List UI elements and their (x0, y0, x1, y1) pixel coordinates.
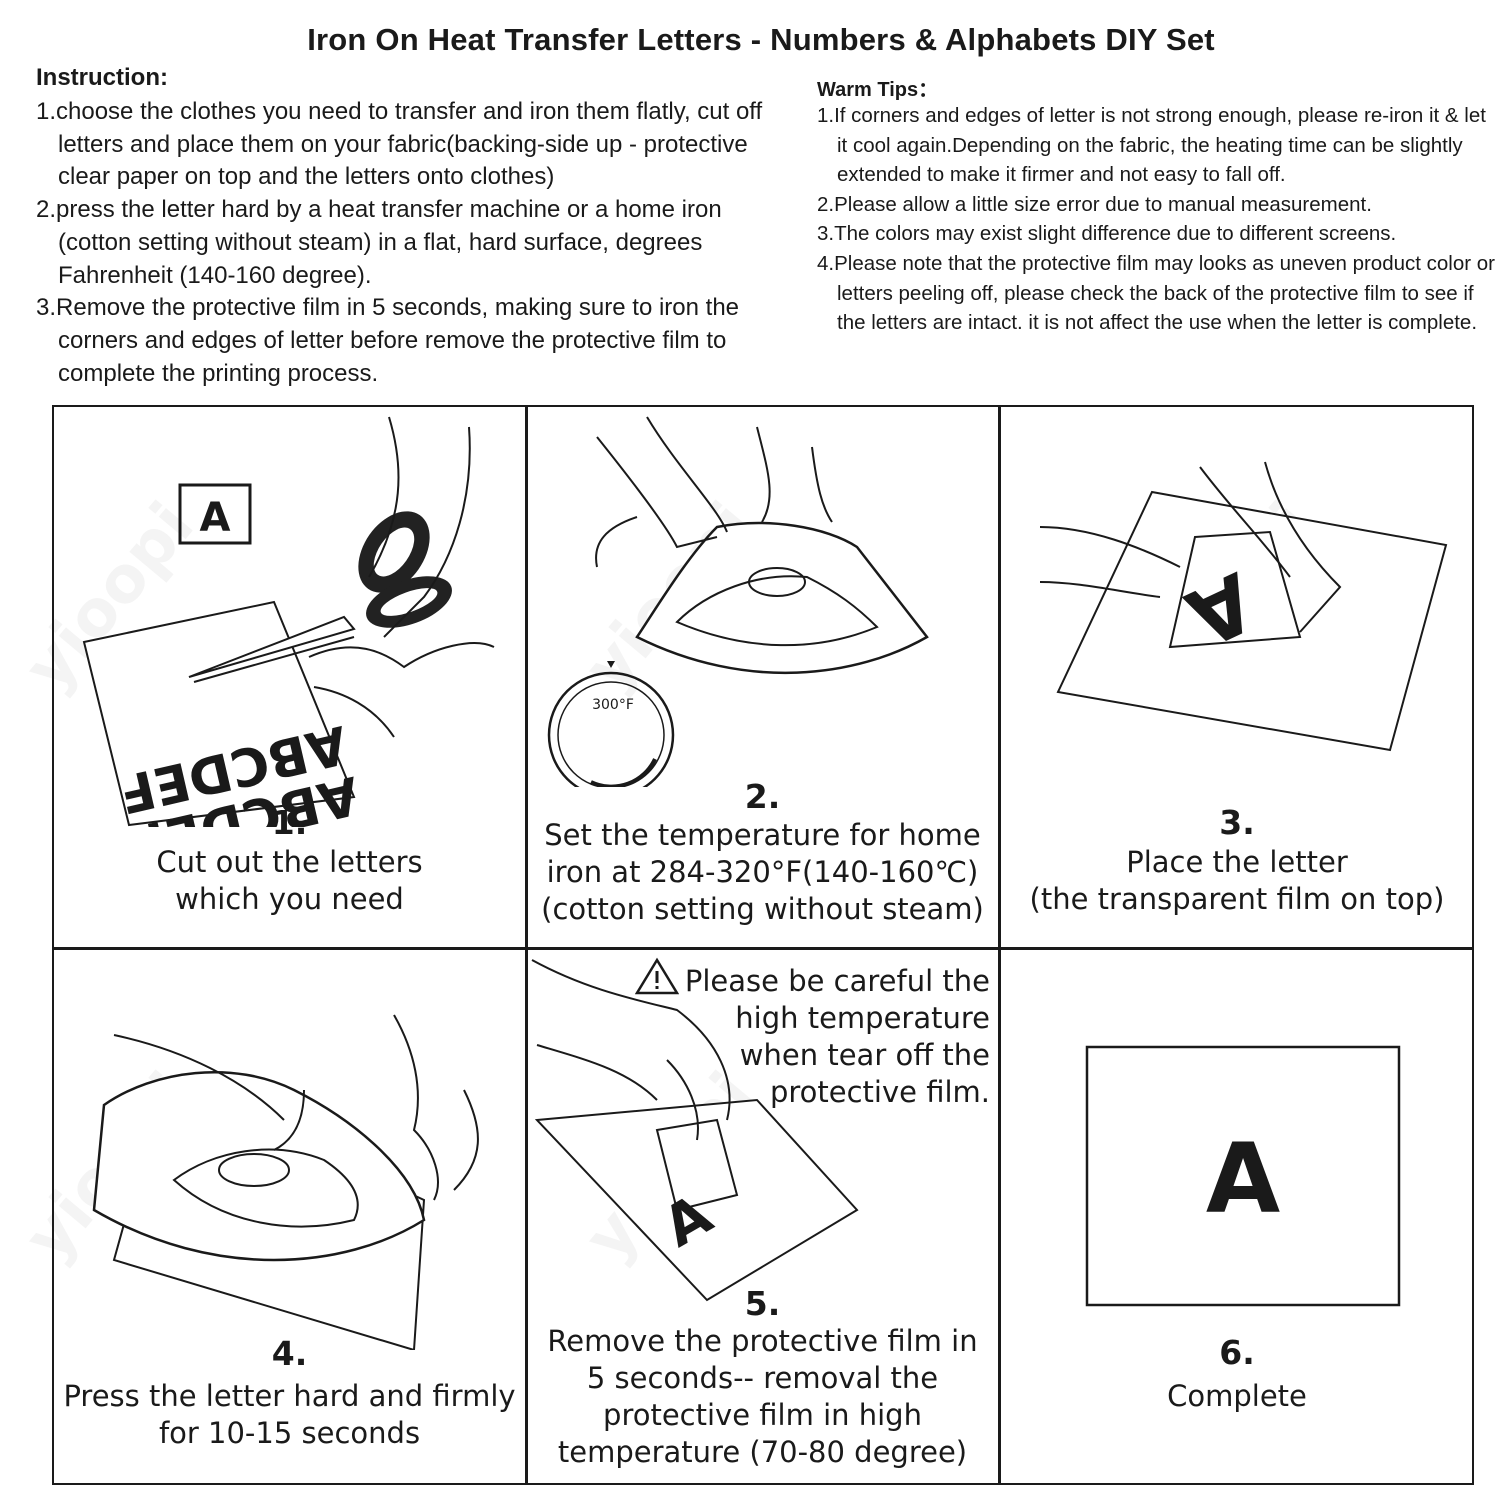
dial-label: 300°F (592, 697, 634, 713)
steps-grid (52, 405, 1474, 1485)
warning-text: Please be careful the (684, 964, 990, 998)
hand-outline (308, 642, 495, 738)
scissors-handle-hole (373, 527, 415, 577)
scissors-blade (193, 636, 355, 683)
temperature-dial-inner (557, 681, 665, 787)
step-4-panel: 4. Press the letter hard and firmly for … (54, 950, 525, 1483)
warm-tip-item: 3.The colors may exist slight difference… (817, 222, 1397, 246)
warning-line: Please be careful the (520, 957, 990, 1000)
iron-soleplate (675, 575, 879, 647)
letter-box-text: A (200, 495, 231, 541)
hand-outline (531, 959, 731, 1141)
set-temperature-illustration: 300°F (547, 416, 929, 787)
iron-cord (595, 516, 638, 568)
hand-outline (368, 416, 471, 638)
instruction-item: 2.press the letter hard by a heat transf… (36, 196, 722, 289)
step-1-panel: A ABCDEF ABCDEF 1. Cut out the letters w… (54, 407, 525, 947)
finished-letter: A (1206, 1123, 1280, 1235)
step-3-panel: A 3. Place the letter (the transparent f… (1000, 407, 1474, 947)
step-number: 2. (744, 777, 781, 816)
grid-divider (998, 405, 1001, 1485)
instruction-item: 1.choose the clothes you need to transfe… (36, 98, 763, 191)
heat-warning: Please be careful the high temperature w… (520, 957, 990, 1111)
letter-box (178, 483, 252, 545)
iron-outline (92, 1070, 426, 1262)
iron-dial (748, 567, 806, 597)
grid-divider (525, 405, 528, 1485)
hand-outline (596, 416, 833, 549)
finished-fabric (1085, 1045, 1401, 1307)
instruction-heading: Instruction: (36, 64, 168, 91)
step-caption: Complete (1167, 1379, 1307, 1413)
step-caption: Set the temperature for home iron at 284… (541, 818, 984, 926)
step-5-panel: A 5. Remove the protective film in 5 sec… (527, 950, 998, 1483)
warm-tip-item: 4.Please note that the protective film m… (817, 251, 1496, 335)
warning-text: high temperature (735, 1001, 990, 1035)
warm-tip-item: 2.Please allow a little size error due t… (817, 192, 1372, 216)
warning-text: when tear off the (739, 1038, 990, 1072)
step-caption: Place the letter (the transparent film o… (1029, 845, 1445, 916)
hand-outline (113, 1014, 479, 1201)
press-letter-illustration (92, 1014, 479, 1350)
warm-tip-item: 1.If corners and edges of letter is not … (817, 104, 1486, 187)
instruction-item: 3.Remove the protective film in 5 second… (36, 294, 740, 387)
transfer-film (1168, 530, 1302, 649)
hand-outline (1039, 461, 1342, 633)
step-caption: Remove the protective film in 5 seconds-… (547, 1324, 978, 1469)
step-number: 5. (744, 1284, 781, 1323)
step-number: 6. (1219, 1333, 1255, 1372)
grid-divider (52, 947, 1474, 950)
page-title: Iron On Heat Transfer Letters - Numbers … (307, 22, 1215, 57)
step-2-panel: 300°F 2. Set the temperature for home ir… (527, 407, 998, 947)
step-caption: Press the letter hard and firmly for 10-… (63, 1379, 516, 1450)
step-number: 1. (271, 803, 308, 842)
dial-range-arc (590, 758, 657, 787)
iron-dial (218, 1153, 290, 1187)
step-caption: Cut out the letters which you need (156, 845, 423, 916)
cut-letters-illustration: A ABCDEF ABCDEF (82, 416, 495, 827)
place-letter-illustration: A (1039, 461, 1448, 752)
warm-tips-heading: Warm Tips： (817, 79, 939, 101)
remove-film-illustration: A (531, 959, 859, 1302)
iron-soleplate (172, 1148, 359, 1228)
dial-pointer-icon (607, 661, 615, 668)
step-number: 4. (271, 1334, 308, 1373)
scissors-blade (188, 615, 356, 678)
complete-illustration: A (1085, 1045, 1401, 1307)
step-number: 3. (1219, 803, 1255, 842)
step-6-panel: A 6. Complete (1000, 950, 1474, 1483)
scissors-handle-hole (380, 588, 438, 616)
warning-triangle-icon (634, 957, 679, 995)
temperature-dial (547, 671, 675, 787)
warning-text: protective film. (769, 1075, 990, 1109)
paper-sheet (82, 600, 356, 827)
warm-tips-list: 1.If corners and edges of letter is not … (817, 101, 1497, 338)
instruction-list: 1.choose the clothes you need to transfe… (36, 96, 796, 390)
